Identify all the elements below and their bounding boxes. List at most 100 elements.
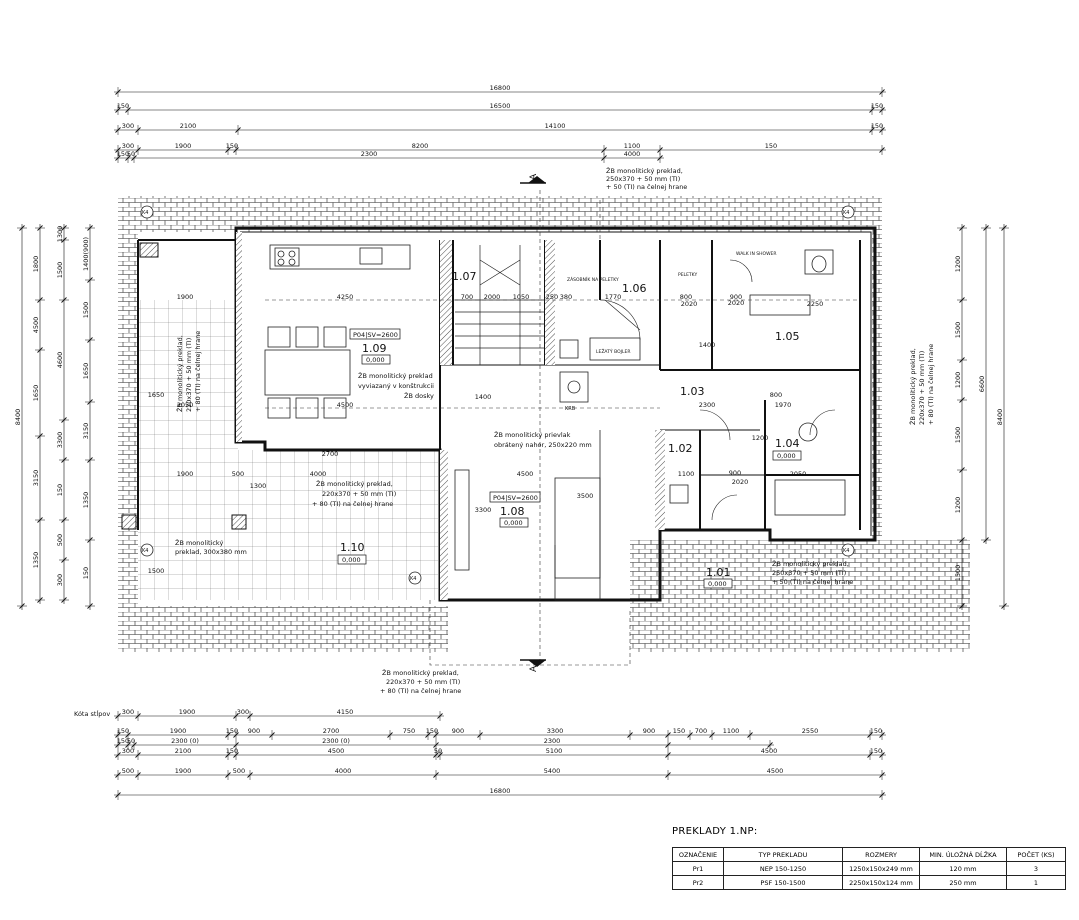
interior-dim-label: 900	[730, 293, 742, 301]
dim-tick	[115, 155, 121, 161]
dim-tick	[61, 225, 67, 231]
room-1-10: 1.10 0,000	[337, 541, 367, 565]
dim-tick	[867, 752, 873, 758]
dim-label: 1900	[179, 708, 196, 716]
dim-label: 2300	[544, 737, 561, 745]
dim-label: 4500	[328, 747, 345, 755]
dim-tick	[437, 752, 443, 758]
dim-label: 300	[56, 574, 64, 586]
svg-text:ŽB monolitický preklad,: ŽB monolitický preklad,	[606, 166, 683, 175]
interior-dim-label: 500	[232, 470, 244, 478]
interior-dim-label: 1770	[605, 293, 622, 301]
interior-dim-label: 1200	[752, 434, 769, 442]
dim-label: 16800	[490, 787, 511, 795]
dim-tick	[247, 713, 253, 719]
interior-dim-label: 1900	[177, 293, 194, 301]
dim-label: 150	[765, 142, 777, 150]
roof-tiles	[118, 196, 970, 652]
dim-tick	[665, 752, 671, 758]
dim-tick	[115, 742, 121, 748]
dim-label: 5100	[546, 747, 563, 755]
dim-tick	[959, 397, 965, 403]
label-k4-right: K4	[843, 210, 849, 216]
dim-label: 2300 (0)	[171, 737, 199, 745]
svg-text:ŽB monolitický preklad,: ŽB monolitický preklad,	[175, 335, 184, 412]
room-number: 1.04	[775, 437, 800, 450]
interior-dim-label: 2250	[807, 300, 824, 308]
label-krb: KRB	[565, 406, 576, 412]
dim-tick	[269, 732, 275, 738]
dashed-lines	[265, 190, 860, 666]
note-110: ŽB monolitický preklad, 220x370 + 50 mm …	[312, 479, 396, 508]
dim-tick	[1001, 603, 1007, 609]
dim-label: 16800	[490, 84, 511, 92]
lintel-table-title: PREKLADY 1.NP:	[672, 826, 758, 837]
dim-tick	[709, 732, 715, 738]
dim-label: 150	[82, 567, 90, 579]
dim-label: 150	[673, 727, 685, 735]
interior-dim-label: 2000	[484, 293, 501, 301]
dim-label: 4000	[335, 767, 352, 775]
room-1-02: 1.02	[668, 442, 693, 455]
dim-label: 700	[695, 727, 707, 735]
interior-dim-label: 2300	[699, 401, 716, 409]
dim-tick	[115, 792, 121, 798]
dim-tick	[665, 742, 671, 748]
svg-text:ŽB monolitický preklad,: ŽB monolitický preklad,	[382, 668, 459, 677]
dim-label: 150	[426, 727, 438, 735]
section-markers	[520, 176, 546, 667]
interior-dim-label: 2020	[728, 299, 745, 307]
dim-label: 1500	[56, 262, 64, 279]
interior-dim-label: 1050	[513, 293, 530, 301]
svg-text:ŽB dosky: ŽB dosky	[404, 391, 434, 400]
dim-label: 8200	[412, 142, 429, 150]
dim-label: 1500	[954, 322, 962, 339]
dim-label: 3150	[32, 470, 40, 487]
svg-text:ŽB monolitický preklad,: ŽB monolitický preklad,	[316, 479, 393, 488]
dim-tick	[687, 732, 693, 738]
dim-tick	[477, 732, 483, 738]
dim-label: 1100	[723, 727, 740, 735]
dim-label: 150	[226, 747, 238, 755]
dim-tick	[433, 732, 439, 738]
dim-tick	[61, 457, 67, 463]
dim-label: 1900	[175, 767, 192, 775]
room-1-08: P04|SV=2600 1.08 0,000	[489, 491, 541, 528]
dim-tick	[879, 107, 885, 113]
dim-tick	[959, 537, 965, 543]
note-left: ŽB monolitický preklad, 220x370 + 50 mm …	[175, 331, 202, 412]
dim-tick	[879, 732, 885, 738]
dim-label: 300	[237, 708, 249, 716]
dim-label: 1650	[82, 363, 90, 380]
label-k4-left-bottom: K4	[142, 548, 148, 554]
dim-tick	[233, 147, 239, 153]
dim-label: 8400	[996, 409, 1004, 426]
dim-tick	[601, 147, 607, 153]
dim-tick	[87, 337, 93, 343]
dim-tick	[87, 603, 93, 609]
terrace-paving	[138, 300, 438, 600]
structural-notes: ŽB monolitický preklad, 250x370 + 50 mm …	[142, 166, 935, 695]
dim-label: 1350	[82, 492, 90, 509]
dim-label: 1200	[954, 497, 962, 514]
dim-tick	[135, 127, 141, 133]
dim-label: 3300	[547, 727, 564, 735]
label-walk-in: WALK IN SHOWER	[736, 251, 777, 257]
dim-label: 50	[434, 747, 442, 755]
label-lezaty-bojler: LEŽATÝ BOJLER	[596, 347, 630, 355]
section-label-top: A	[529, 173, 539, 180]
svg-text:220x370 + 50 mm (TI): 220x370 + 50 mm (TI)	[918, 351, 926, 425]
dim-tick	[131, 742, 137, 748]
note-right: ŽB monolitický preklad, 220x370 + 50 mm …	[908, 344, 935, 425]
room-1-09: P04|SV=2600 1.09 0,000	[349, 328, 401, 365]
section-label-bottom: A	[529, 665, 539, 672]
room-1-07: 1.07	[452, 270, 477, 283]
interior-dim-label: 2020	[681, 300, 698, 308]
svg-text:ŽB monolitický preklad,: ŽB monolitický preklad,	[908, 348, 917, 425]
dim-tick	[125, 155, 131, 161]
dim-tick	[869, 127, 875, 133]
header-rozmery: ROZMERY	[842, 847, 920, 862]
dim-tick	[125, 742, 131, 748]
